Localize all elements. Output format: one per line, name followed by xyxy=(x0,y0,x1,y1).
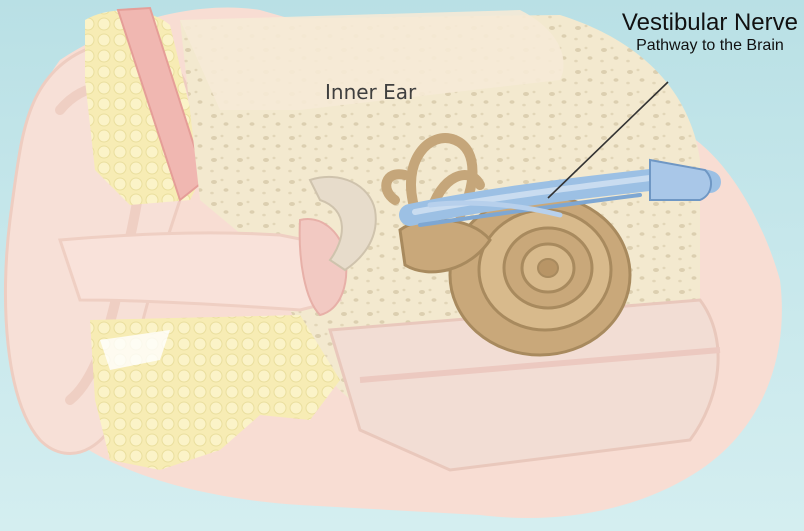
inner-ear-label: Inner Ear xyxy=(325,80,416,104)
ear-canal xyxy=(60,233,340,310)
vestibular-nerve-label: Vestibular Nerve Pathway to the Brain xyxy=(622,10,798,56)
nerve-title: Vestibular Nerve xyxy=(622,10,798,36)
cochlea xyxy=(450,195,630,355)
nerve-subtitle: Pathway to the Brain xyxy=(622,36,798,56)
